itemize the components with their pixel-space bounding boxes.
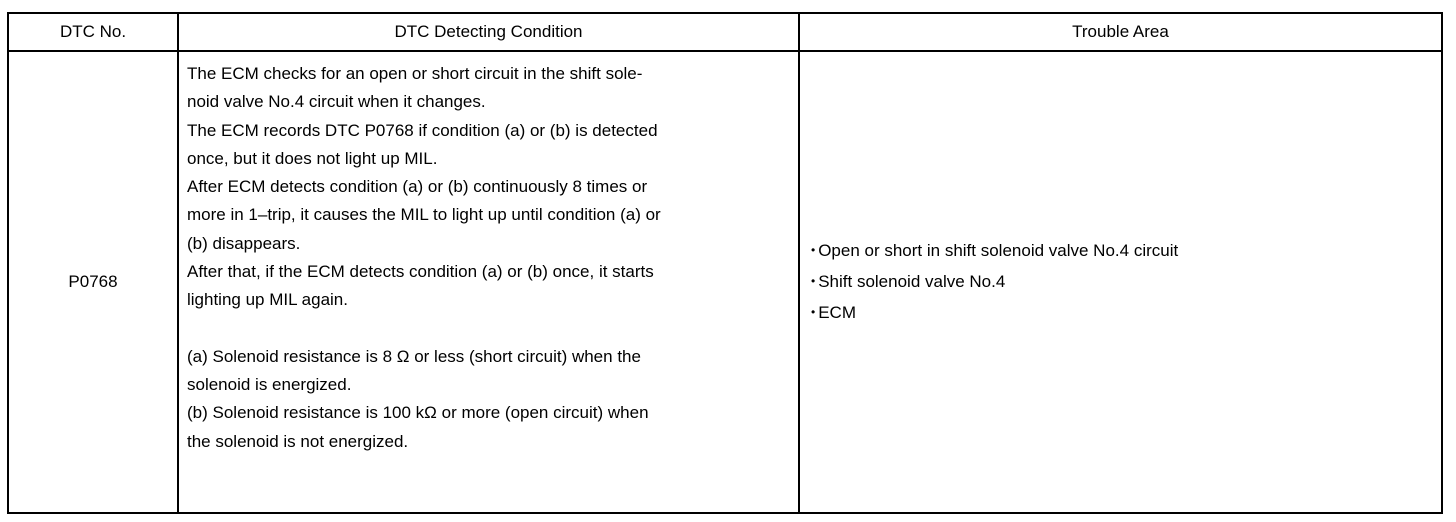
table-header-row: DTC No. DTC Detecting Condition Trouble … — [7, 12, 1443, 52]
bullet-icon: • — [811, 242, 816, 257]
trouble-area-text: Shift solenoid valve No.4 — [818, 271, 1006, 291]
trouble-area-text: Open or short in shift solenoid valve No… — [818, 240, 1179, 260]
condition-line: After that, if the ECM detects condition… — [187, 262, 654, 282]
condition-line: (b) Solenoid resistance is 100 kΩ or mor… — [187, 403, 649, 423]
trouble-area-item: •ECM — [811, 298, 1441, 329]
condition-line: The ECM checks for an open or short circ… — [187, 64, 643, 83]
header-dtc-no: DTC No. — [7, 12, 179, 52]
trouble-area-item: •Shift solenoid valve No.4 — [811, 267, 1441, 298]
condition-line: lighting up MIL again. — [187, 290, 348, 310]
condition-line: (a) Solenoid resistance is 8 Ω or less (… — [187, 346, 641, 366]
dtc-code-cell: P0768 — [7, 50, 179, 514]
condition-line: After ECM detects condition (a) or (b) c… — [187, 177, 648, 197]
trouble-area-cell: •Open or short in shift solenoid valve N… — [798, 50, 1443, 514]
paragraph-gap — [187, 315, 790, 343]
bullet-icon: • — [811, 273, 816, 288]
condition-line: (b) disappears. — [187, 233, 301, 253]
bullet-icon: • — [811, 304, 816, 319]
trouble-area-item: •Open or short in shift solenoid valve N… — [811, 236, 1441, 267]
dtc-table: DTC No. DTC Detecting Condition Trouble … — [7, 12, 1443, 514]
header-detecting-condition: DTC Detecting Condition — [177, 12, 800, 52]
condition-line: noid valve No.4 circuit when it changes. — [187, 92, 486, 112]
condition-line: solenoid is energized. — [187, 374, 352, 394]
condition-line: the solenoid is not energized. — [187, 431, 409, 451]
header-trouble-area: Trouble Area — [798, 12, 1443, 52]
table-row: P0768 The ECM checks for an open or shor… — [7, 50, 1443, 514]
condition-line: The ECM records DTC P0768 if condition (… — [187, 120, 658, 140]
trouble-area-text: ECM — [818, 302, 856, 322]
detecting-condition-cell: The ECM checks for an open or short circ… — [177, 50, 800, 514]
condition-line: once, but it does not light up MIL. — [187, 148, 438, 168]
condition-line: more in 1–trip, it causes the MIL to lig… — [187, 205, 661, 225]
